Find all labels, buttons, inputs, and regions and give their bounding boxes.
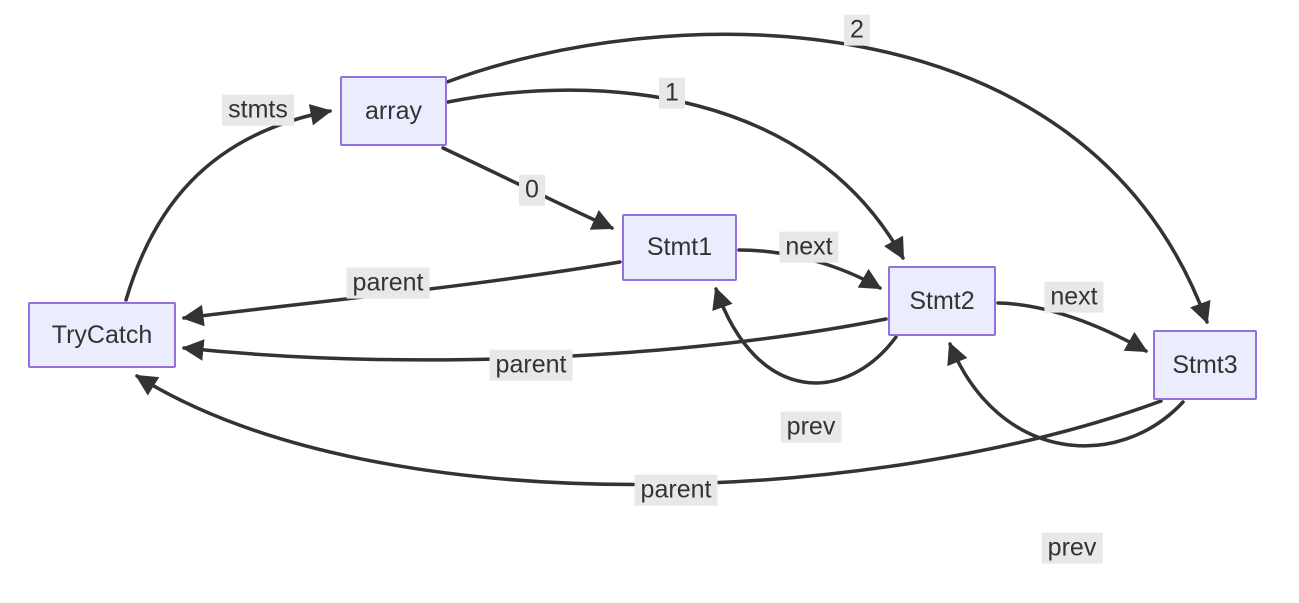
node-stmt2: Stmt2 xyxy=(888,266,996,336)
edge-array-1-stmt2 xyxy=(446,88,905,260)
edge-array-2-stmt3 xyxy=(445,32,1211,325)
edge-parent-stmt3 xyxy=(135,374,1163,487)
edge-label-parent-1: parent xyxy=(346,267,430,299)
node-trycatch: TryCatch xyxy=(28,302,176,368)
edge-label-parent-2: parent xyxy=(489,349,573,381)
edge-label-parent-3: parent xyxy=(634,474,718,506)
edge-next-stmt2-stmt3 xyxy=(996,301,1148,353)
edge-label-next-1: next xyxy=(779,231,839,263)
edge-label-0: 0 xyxy=(519,174,545,206)
edge-label-prev-2: prev xyxy=(1041,532,1103,564)
edge-label-1: 1 xyxy=(659,77,685,109)
node-stmt1: Stmt1 xyxy=(622,214,737,281)
edge-label-2: 2 xyxy=(844,14,870,46)
edge-prev-stmt3-stmt2 xyxy=(947,341,1185,448)
edge-label-stmts: stmts xyxy=(222,94,294,126)
edge-stmts xyxy=(124,104,333,302)
edge-label-next-2: next xyxy=(1044,281,1104,313)
node-array: array xyxy=(340,76,447,146)
edge-prev-stmt2-stmt1 xyxy=(712,286,898,385)
edge-label-prev-1: prev xyxy=(780,411,842,443)
node-stmt3: Stmt3 xyxy=(1153,330,1257,400)
